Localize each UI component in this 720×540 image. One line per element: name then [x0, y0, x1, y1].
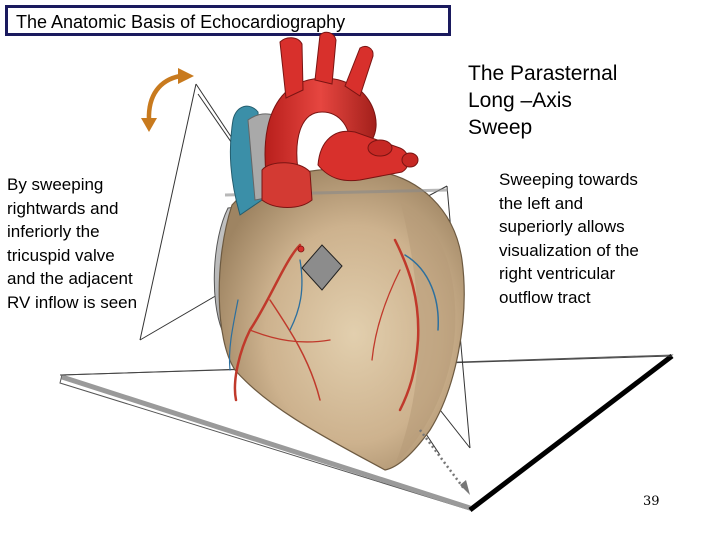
great-vessels [229, 31, 419, 216]
beam-arrow [419, 429, 470, 495]
right-caption: Sweeping towards the left and superiorly… [499, 170, 639, 307]
coronary-vessels [228, 238, 439, 412]
transducer-probe-icon [297, 244, 343, 291]
heart-body [213, 168, 465, 471]
slide-title-box: The Anatomic Basis of Echocardiography [5, 5, 451, 36]
left-caption: By sweeping rightwards and inferiorly th… [7, 175, 138, 312]
slide-title: The Anatomic Basis of Echocardiography [16, 12, 346, 32]
sweep-arrow-icon [141, 68, 194, 132]
page-number: 39 [643, 494, 660, 509]
section-heading: The Parasternal Long –Axis Sweep [468, 62, 618, 139]
